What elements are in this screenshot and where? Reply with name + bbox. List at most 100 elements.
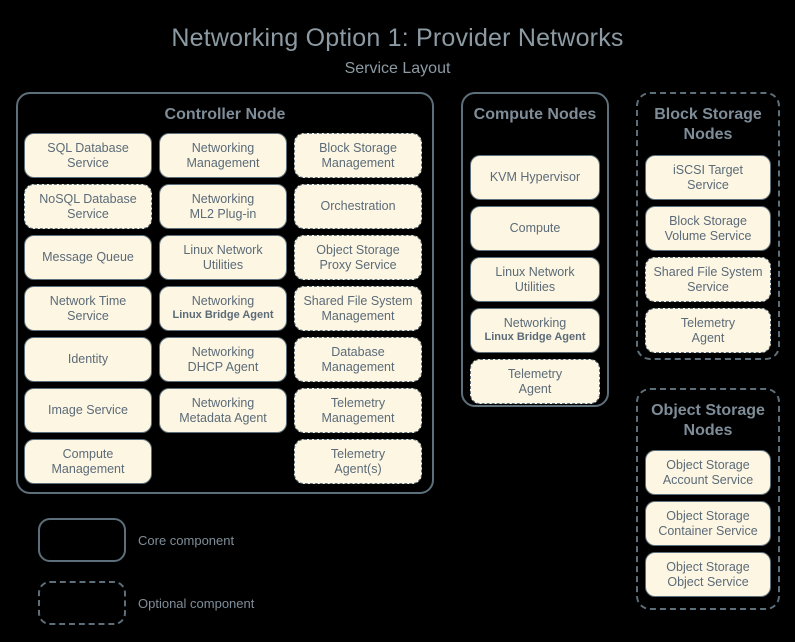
legend-label-core: Core component (138, 533, 235, 548)
service-box-label-line1: KVM Hypervisor (489, 170, 581, 184)
service-box-label-line2: Service (687, 279, 729, 294)
legend-swatch-core (38, 518, 126, 562)
service-box-label-line1: Networking (191, 140, 255, 155)
service-box-label-line2: Utilities (514, 279, 556, 294)
service-box-label-line1: Orchestration (320, 199, 396, 213)
service-box-label-line1: Networking (503, 316, 567, 331)
service-box[interactable]: KVM Hypervisor (470, 155, 600, 200)
service-box-label-line1: Shared File System (653, 264, 763, 279)
legend-label-optional: Optional component (138, 596, 255, 611)
service-box-label-line2: Management (321, 359, 395, 374)
page-title: Networking Option 1: Provider Networks (171, 24, 624, 52)
service-box-label-line2: Agent (518, 381, 552, 396)
service-box-label-line1: Object Storage (666, 508, 750, 523)
service-box-label-line1: Networking (191, 294, 255, 309)
service-box-label-line2: Service (67, 308, 109, 323)
service-box[interactable]: Orchestration (294, 184, 422, 229)
legend-swatch-optional (38, 581, 126, 625)
service-box-label-line2: ML2 Plug-in (189, 206, 257, 221)
service-box-label-line2: Account Service (662, 472, 754, 487)
service-box-label-line2: Proxy Service (319, 257, 397, 272)
service-box-label-line2: Service (67, 206, 109, 221)
service-box-label-line2: Volume Service (664, 228, 752, 243)
service-box-label-line2: Metadata Agent (179, 410, 267, 425)
service-box-label-line1: Telemetry (330, 395, 386, 410)
service-box-label-line2: Object Service (667, 574, 749, 589)
service-box-label-line2: Service (687, 177, 729, 192)
service-box[interactable]: Identity (24, 337, 152, 382)
service-box-label-line1: Network Time (49, 293, 127, 308)
node-title-object-storage-nodes: Object Storage Nodes (651, 402, 765, 440)
service-box-label-line1: Image Service (48, 403, 128, 417)
service-box-label-line1: Linux Network (183, 242, 263, 257)
page-subtitle: Service Layout (344, 60, 451, 77)
service-box-label-line1: Telemetry (507, 366, 563, 381)
service-box[interactable]: Image Service (24, 388, 152, 433)
service-box-label-line2: Agent (691, 330, 725, 345)
service-box-label-line1: iSCSI Target (673, 162, 743, 177)
service-box-label-line1: Networking (191, 395, 255, 410)
service-box-label-line1: Telemetry (330, 446, 386, 461)
service-box-label-line1: SQL Database (47, 140, 129, 155)
service-box[interactable]: Compute (470, 206, 600, 251)
node-title-controller-node: Controller Node (164, 106, 286, 123)
service-box-label-line2: Agent(s) (334, 461, 382, 476)
service-box-label-line1: Compute (509, 221, 561, 235)
service-box-label-line2: Management (321, 410, 395, 425)
service-box-label-line1: Identity (67, 352, 109, 366)
service-box-label-line2: Service (67, 155, 109, 170)
node-title-block-storage-nodes: Block Storage Nodes (654, 106, 762, 144)
service-box-label-line1: Networking (191, 191, 255, 206)
service-box-label-line2: Linux Bridge Agent (484, 331, 586, 344)
service-box-label-line1: Networking (191, 344, 255, 359)
service-box-label-line2: Linux Bridge Agent (172, 309, 274, 322)
service-box-label-line2: Container Service (658, 523, 758, 538)
node-title-compute-nodes: Compute Nodes (473, 106, 597, 123)
service-box-label-line2: Management (321, 308, 395, 323)
service-box-label-line1: Shared File System (303, 293, 413, 308)
service-box-label-line2: Management (186, 155, 260, 170)
service-box-label-line1: Telemetry (680, 315, 736, 330)
service-box-label-line1: Object Storage (666, 559, 750, 574)
service-box-label-line1: Compute (62, 446, 114, 461)
service-box-label-line1: Block Storage (669, 213, 747, 228)
service-box-label-line2: Utilities (202, 257, 244, 272)
service-box-label-line1: Linux Network (495, 264, 575, 279)
service-box-label-line2: Management (51, 461, 125, 476)
service-box-label-line1: Object Storage (316, 242, 400, 257)
service-box-label-line1: Database (331, 344, 385, 359)
service-box-label-line1: Block Storage (319, 140, 397, 155)
service-box-label-line2: DHCP Agent (187, 359, 259, 374)
service-box-label-line1: Object Storage (666, 457, 750, 472)
service-box[interactable]: Message Queue (24, 235, 152, 280)
service-box-label-line1: NoSQL Database (39, 191, 137, 206)
service-box-label-line1: Message Queue (42, 250, 134, 264)
